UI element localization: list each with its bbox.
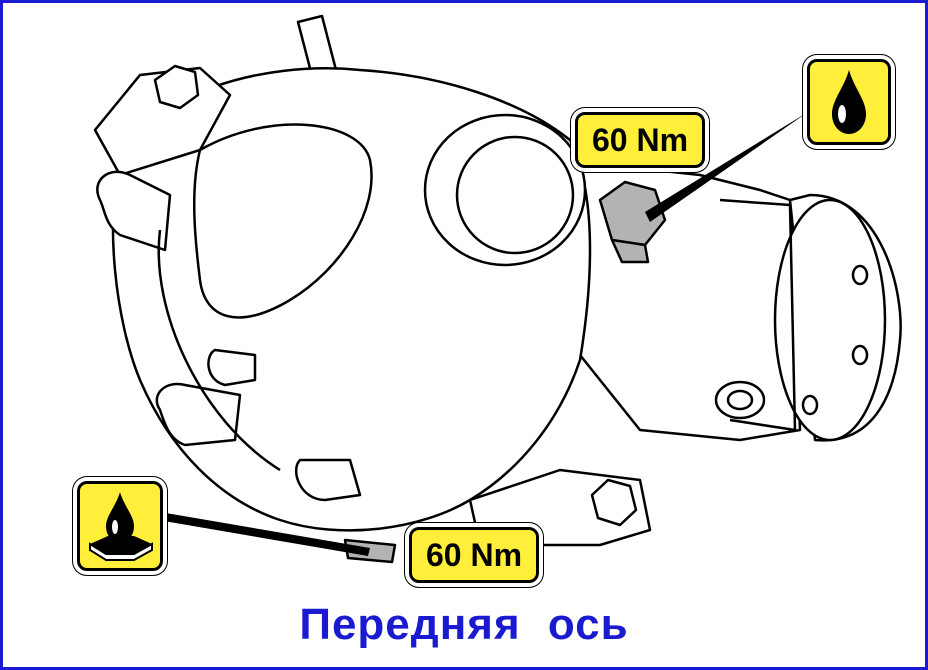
leader-line-lower	[158, 512, 370, 556]
upper-left-bolt	[153, 64, 200, 110]
torque-label-upper: 60 Nm	[575, 112, 705, 168]
oil-fill-drop-icon	[807, 59, 891, 145]
leader-line-upper	[645, 112, 808, 222]
axle-port-inner	[455, 135, 575, 255]
lower-right-bolt	[590, 478, 638, 527]
torque-label-lower: 60 Nm	[409, 527, 539, 583]
oil-pan-icon	[89, 492, 153, 561]
caption: Передняя ось	[299, 600, 629, 649]
oil-drop-icon	[832, 70, 866, 134]
mount-ear-left	[96, 170, 172, 252]
vent-tube	[296, 14, 338, 78]
oil-drain-drop-icon	[77, 481, 163, 571]
mount-ear-bottom	[155, 382, 242, 447]
